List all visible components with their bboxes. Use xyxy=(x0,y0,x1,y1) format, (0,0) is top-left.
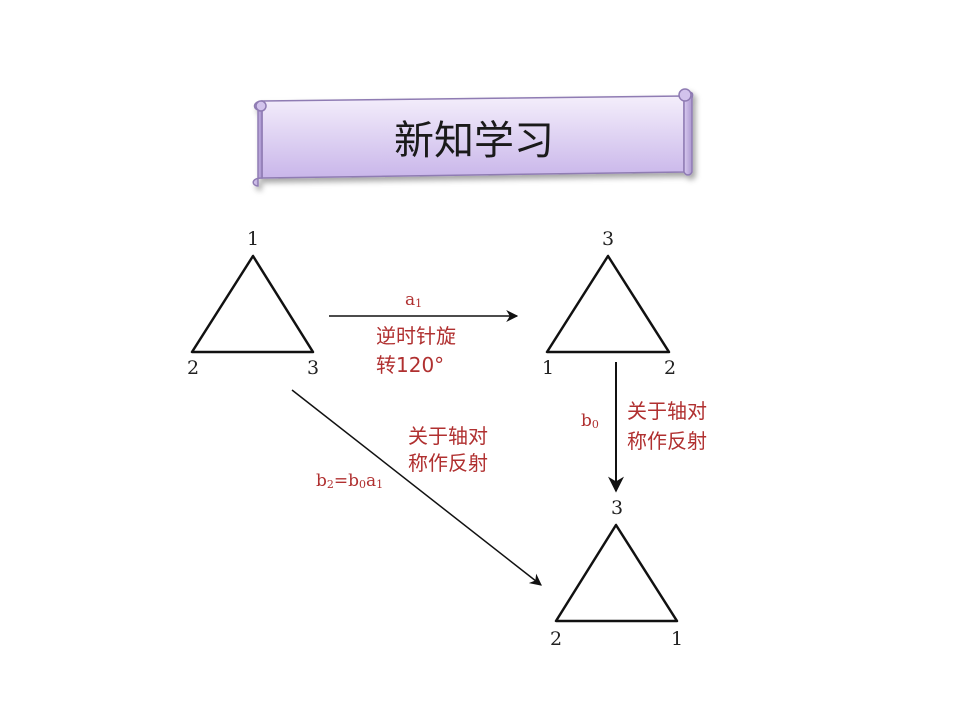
arrow-b0-desc-line2: 称作反射 xyxy=(627,429,707,453)
banner-left-curl xyxy=(252,100,263,187)
triangle-start-left-label: 2 xyxy=(187,357,199,379)
title-banner xyxy=(252,88,694,187)
triangle-start-top-label: 1 xyxy=(247,228,259,250)
triangle-start-shape xyxy=(190,254,315,354)
triangle-reflected: 3 2 1 xyxy=(550,497,683,650)
triangle-reflected-top-label: 3 xyxy=(611,497,623,519)
arrow-b2 xyxy=(291,389,542,586)
triangle-reflected-shape xyxy=(554,523,679,623)
arrow-a1-label: a1 xyxy=(405,290,422,310)
triangle-start-right-label: 3 xyxy=(307,357,319,379)
triangle-reflected-left-label: 2 xyxy=(550,628,562,650)
arrow-b0-label: b0 xyxy=(581,411,599,431)
triangle-start: 1 2 3 xyxy=(187,228,319,379)
triangle-rotated-left-label: 1 xyxy=(542,357,554,379)
arrow-b2-desc-line2: 称作反射 xyxy=(408,451,488,475)
triangle-rotated-shape xyxy=(545,254,671,354)
arrow-b2-desc-line1: 关于轴对 xyxy=(408,424,488,448)
triangle-rotated: 3 1 2 xyxy=(542,228,676,379)
triangle-reflected-right-label: 1 xyxy=(671,628,683,650)
arrow-b0-desc-line1: 关于轴对 xyxy=(627,399,707,423)
banner-right-curl xyxy=(683,91,694,176)
page-title: 新知学习 xyxy=(394,118,554,164)
arrow-a1-desc-line2: 转120° xyxy=(376,353,444,377)
triangle-rotated-right-label: 2 xyxy=(664,357,676,379)
arrow-b2-label: b2=b0a1 xyxy=(316,471,383,491)
arrow-a1-desc-line1: 逆时针旋 xyxy=(376,324,456,348)
triangle-rotated-top-label: 3 xyxy=(602,228,614,250)
banner-left-scroll-end xyxy=(255,100,267,112)
banner-right-scroll-end xyxy=(678,88,692,102)
